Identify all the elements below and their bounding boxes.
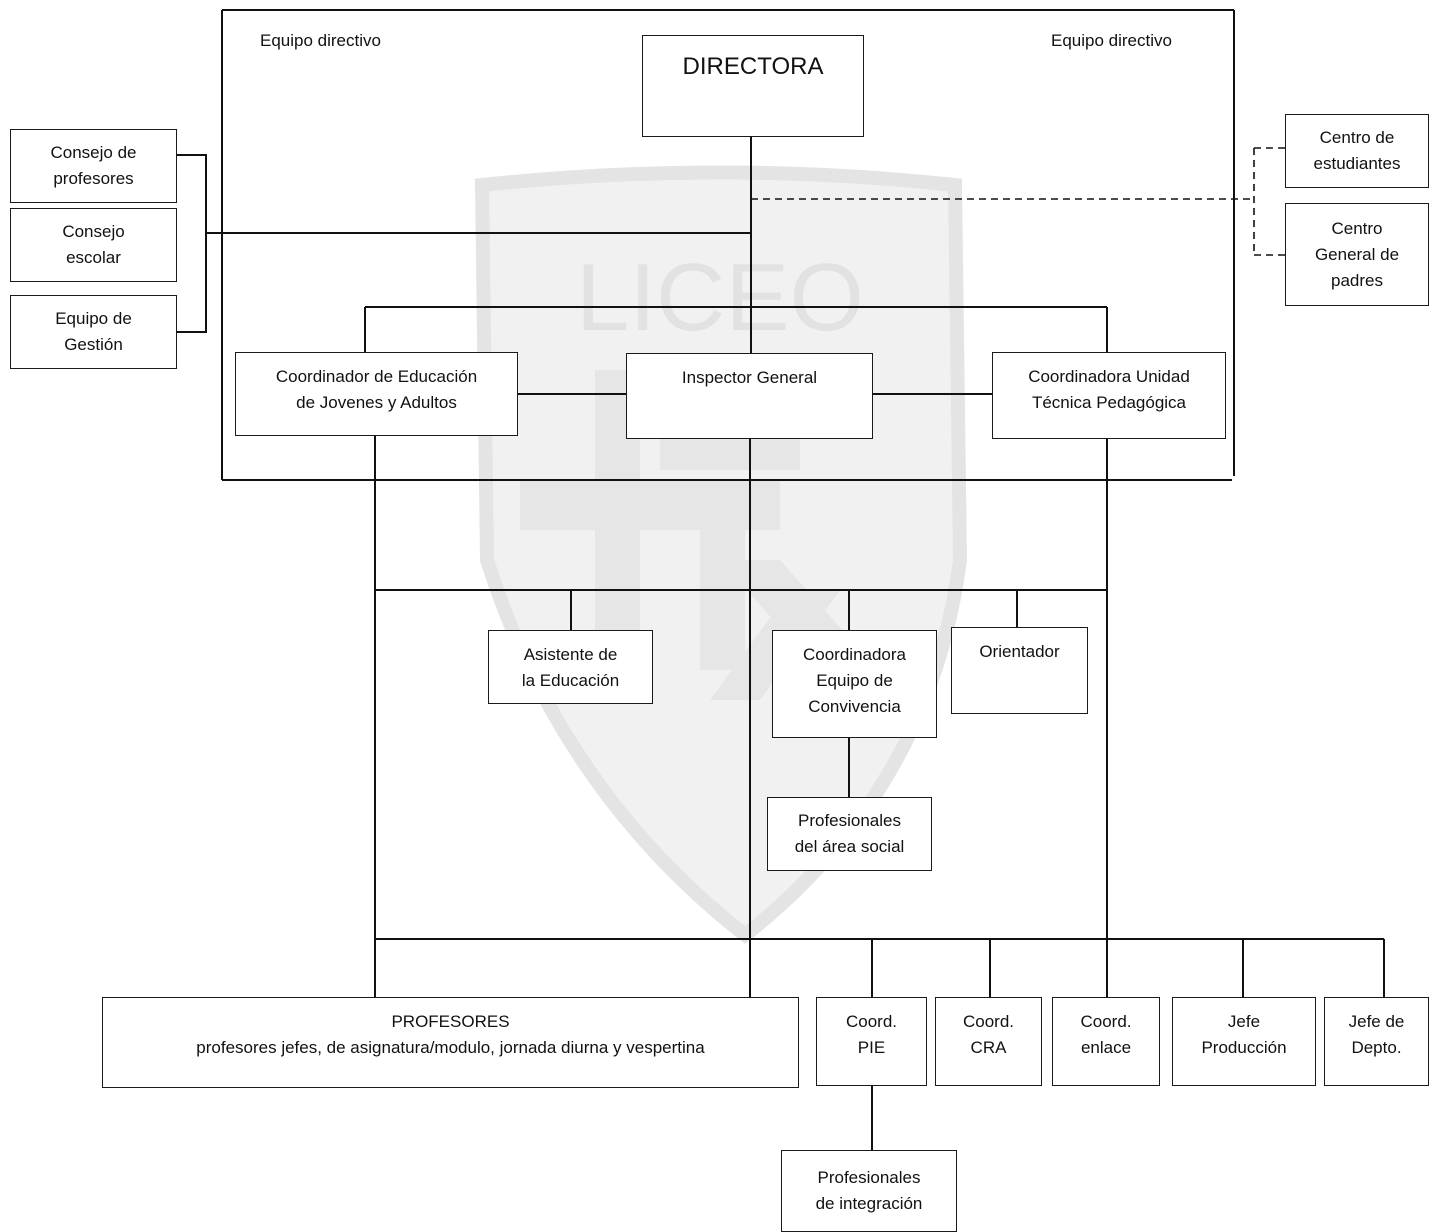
node-equipo-gestion: Equipo de Gestión [10, 295, 177, 369]
node-coord-cra-line-2: CRA [970, 1038, 1007, 1057]
node-orientador-line-1: Orientador [979, 642, 1060, 661]
node-coord-utp-line-2: Técnica Pedagógica [1031, 393, 1187, 412]
node-jefe-depto: Jefe de Depto. [1324, 997, 1429, 1086]
node-jefe-produccion: Jefe Producción [1172, 997, 1316, 1086]
node-coord-pie-line-1: Coord. [845, 1012, 898, 1031]
node-coord-cra-line-1: Coord. [962, 1012, 1015, 1031]
node-coord-utp: Coordinadora Unidad Técnica Pedagógica [992, 352, 1226, 439]
node-orientador: Orientador [951, 627, 1088, 714]
node-coord-pie: Coord. PIE [816, 997, 927, 1086]
node-asistente-educacion: Asistente de la Educación [488, 630, 653, 704]
node-profesionales-social-line-1: Profesionales [797, 811, 901, 830]
frame-label-left: Equipo directivo [260, 31, 381, 50]
node-profesionales-social: Profesionales del área social [767, 797, 932, 871]
node-directora: DIRECTORA [642, 35, 864, 137]
node-coord-enlace-line-2: enlace [1080, 1038, 1132, 1057]
node-coord-jovenes-adultos-line-1: Coordinador de Educación [275, 367, 478, 386]
node-asistente-educacion-line-2: la Educación [521, 671, 620, 690]
node-equipo-gestion-line-2: Gestión [64, 335, 123, 354]
node-coord-convivencia-line-2: Equipo de [816, 671, 893, 690]
node-consejo-profesores-line-1: Consejo de [50, 143, 137, 162]
node-coord-cra: Coord. CRA [935, 997, 1042, 1086]
node-jefe-produccion-line-2: Producción [1201, 1038, 1287, 1057]
node-jefe-produccion-line-1: Jefe [1227, 1012, 1261, 1031]
node-profesionales-integracion-line-2: de integración [815, 1194, 923, 1213]
node-coord-enlace-line-1: Coord. [1080, 1012, 1132, 1031]
node-consejo-profesores-line-2: profesores [53, 169, 134, 188]
node-inspector-general: Inspector General [626, 353, 873, 439]
node-coord-enlace: Coord. enlace [1052, 997, 1160, 1086]
node-directora-line-1: DIRECTORA [682, 53, 824, 80]
node-profesores-line-1: PROFESORES [391, 1012, 510, 1031]
node-centro-estudiantes-line-1: Centro de [1319, 128, 1395, 147]
node-coord-pie-line-2: PIE [857, 1038, 886, 1057]
node-jefe-depto-line-2: Depto. [1351, 1038, 1402, 1057]
node-coord-convivencia-line-1: Coordinadora [802, 645, 906, 664]
node-centro-padres-line-2: General de [1314, 244, 1400, 264]
node-profesores: PROFESORES profesores jefes, de asignatu… [102, 997, 799, 1088]
node-consejo-profesores: Consejo de profesores [10, 129, 177, 203]
node-coord-utp-line-1: Coordinadora Unidad [1028, 367, 1190, 386]
node-coord-convivencia-line-3: Convivencia [808, 697, 901, 716]
node-jefe-depto-line-1: Jefe de [1348, 1012, 1405, 1031]
node-profesionales-integracion-line-1: Profesionales [817, 1168, 921, 1187]
node-consejo-escolar: Consejo escolar [10, 208, 177, 282]
node-asistente-educacion-line-1: Asistente de [523, 645, 618, 664]
node-coord-jovenes-adultos: Coordinador de Educación de Jovenes y Ad… [235, 352, 518, 436]
node-coord-jovenes-adultos-line-2: de Jovenes y Adultos [296, 393, 457, 412]
node-centro-estudiantes: Centro de estudiantes [1285, 114, 1429, 188]
node-profesores-line-2: profesores jefes, de asignatura/modulo, … [196, 1038, 705, 1057]
node-inspector-general-line-1: Inspector General [681, 368, 818, 387]
node-centro-padres-line-3: padres [1331, 270, 1383, 290]
node-profesionales-integracion: Profesionales de integración [781, 1150, 957, 1232]
node-consejo-escolar-line-1: Consejo [62, 222, 125, 241]
node-centro-padres-line-1: Centro [1331, 218, 1383, 238]
node-centro-padres: Centro General de padres [1285, 203, 1429, 306]
node-consejo-escolar-line-2: escolar [66, 248, 121, 267]
node-profesionales-social-line-2: del área social [794, 837, 905, 856]
node-coord-convivencia: Coordinadora Equipo de Convivencia [772, 630, 937, 738]
frame-label-right: Equipo directivo [1051, 31, 1172, 50]
node-centro-estudiantes-line-2: estudiantes [1313, 154, 1401, 173]
node-equipo-gestion-line-1: Equipo de [55, 309, 132, 328]
